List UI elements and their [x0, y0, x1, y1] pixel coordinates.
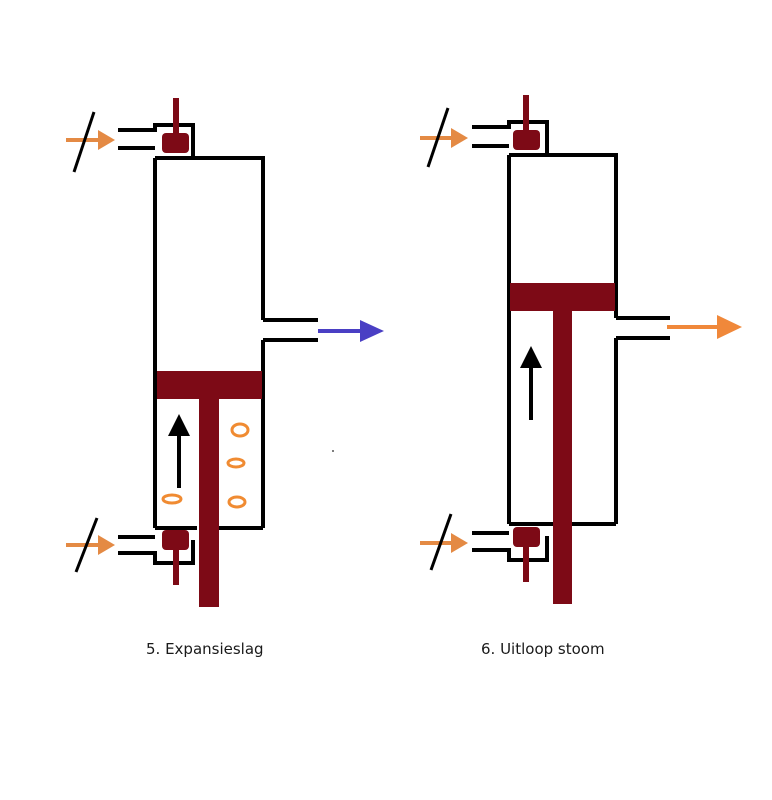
bottom-valve — [162, 530, 189, 585]
caption-expansion-stroke: 5. Expansieslag — [146, 640, 264, 658]
bottom-inlet-arrow — [66, 535, 115, 555]
cylinder-outline — [118, 123, 318, 565]
cylinder-outline — [472, 120, 670, 562]
bottom-inlet-closed-slash — [74, 517, 99, 573]
steam-bubbles — [161, 422, 250, 509]
top-inlet-arrow — [66, 130, 115, 150]
piston — [510, 283, 615, 604]
bottom-valve — [513, 527, 540, 582]
bottom-inlet-closed-slash — [429, 513, 453, 571]
top-valve — [162, 98, 189, 153]
top-inlet-closed-slash — [72, 111, 96, 173]
top-inlet-arrow — [420, 128, 468, 148]
stray-dot — [332, 450, 334, 452]
exhaust-arrow — [318, 320, 384, 342]
panel-expansion-stroke — [66, 98, 384, 607]
top-valve — [513, 95, 540, 150]
motion-arrow-up — [168, 414, 190, 488]
panel-steam-exhaust — [420, 95, 742, 604]
motion-arrow-up — [520, 346, 542, 420]
exhaust-arrow — [667, 315, 742, 339]
piston — [157, 371, 262, 607]
caption-steam-exhaust: 6. Uitloop stoom — [481, 640, 605, 658]
top-inlet-closed-slash — [426, 107, 450, 168]
bottom-inlet-arrow — [420, 533, 468, 553]
